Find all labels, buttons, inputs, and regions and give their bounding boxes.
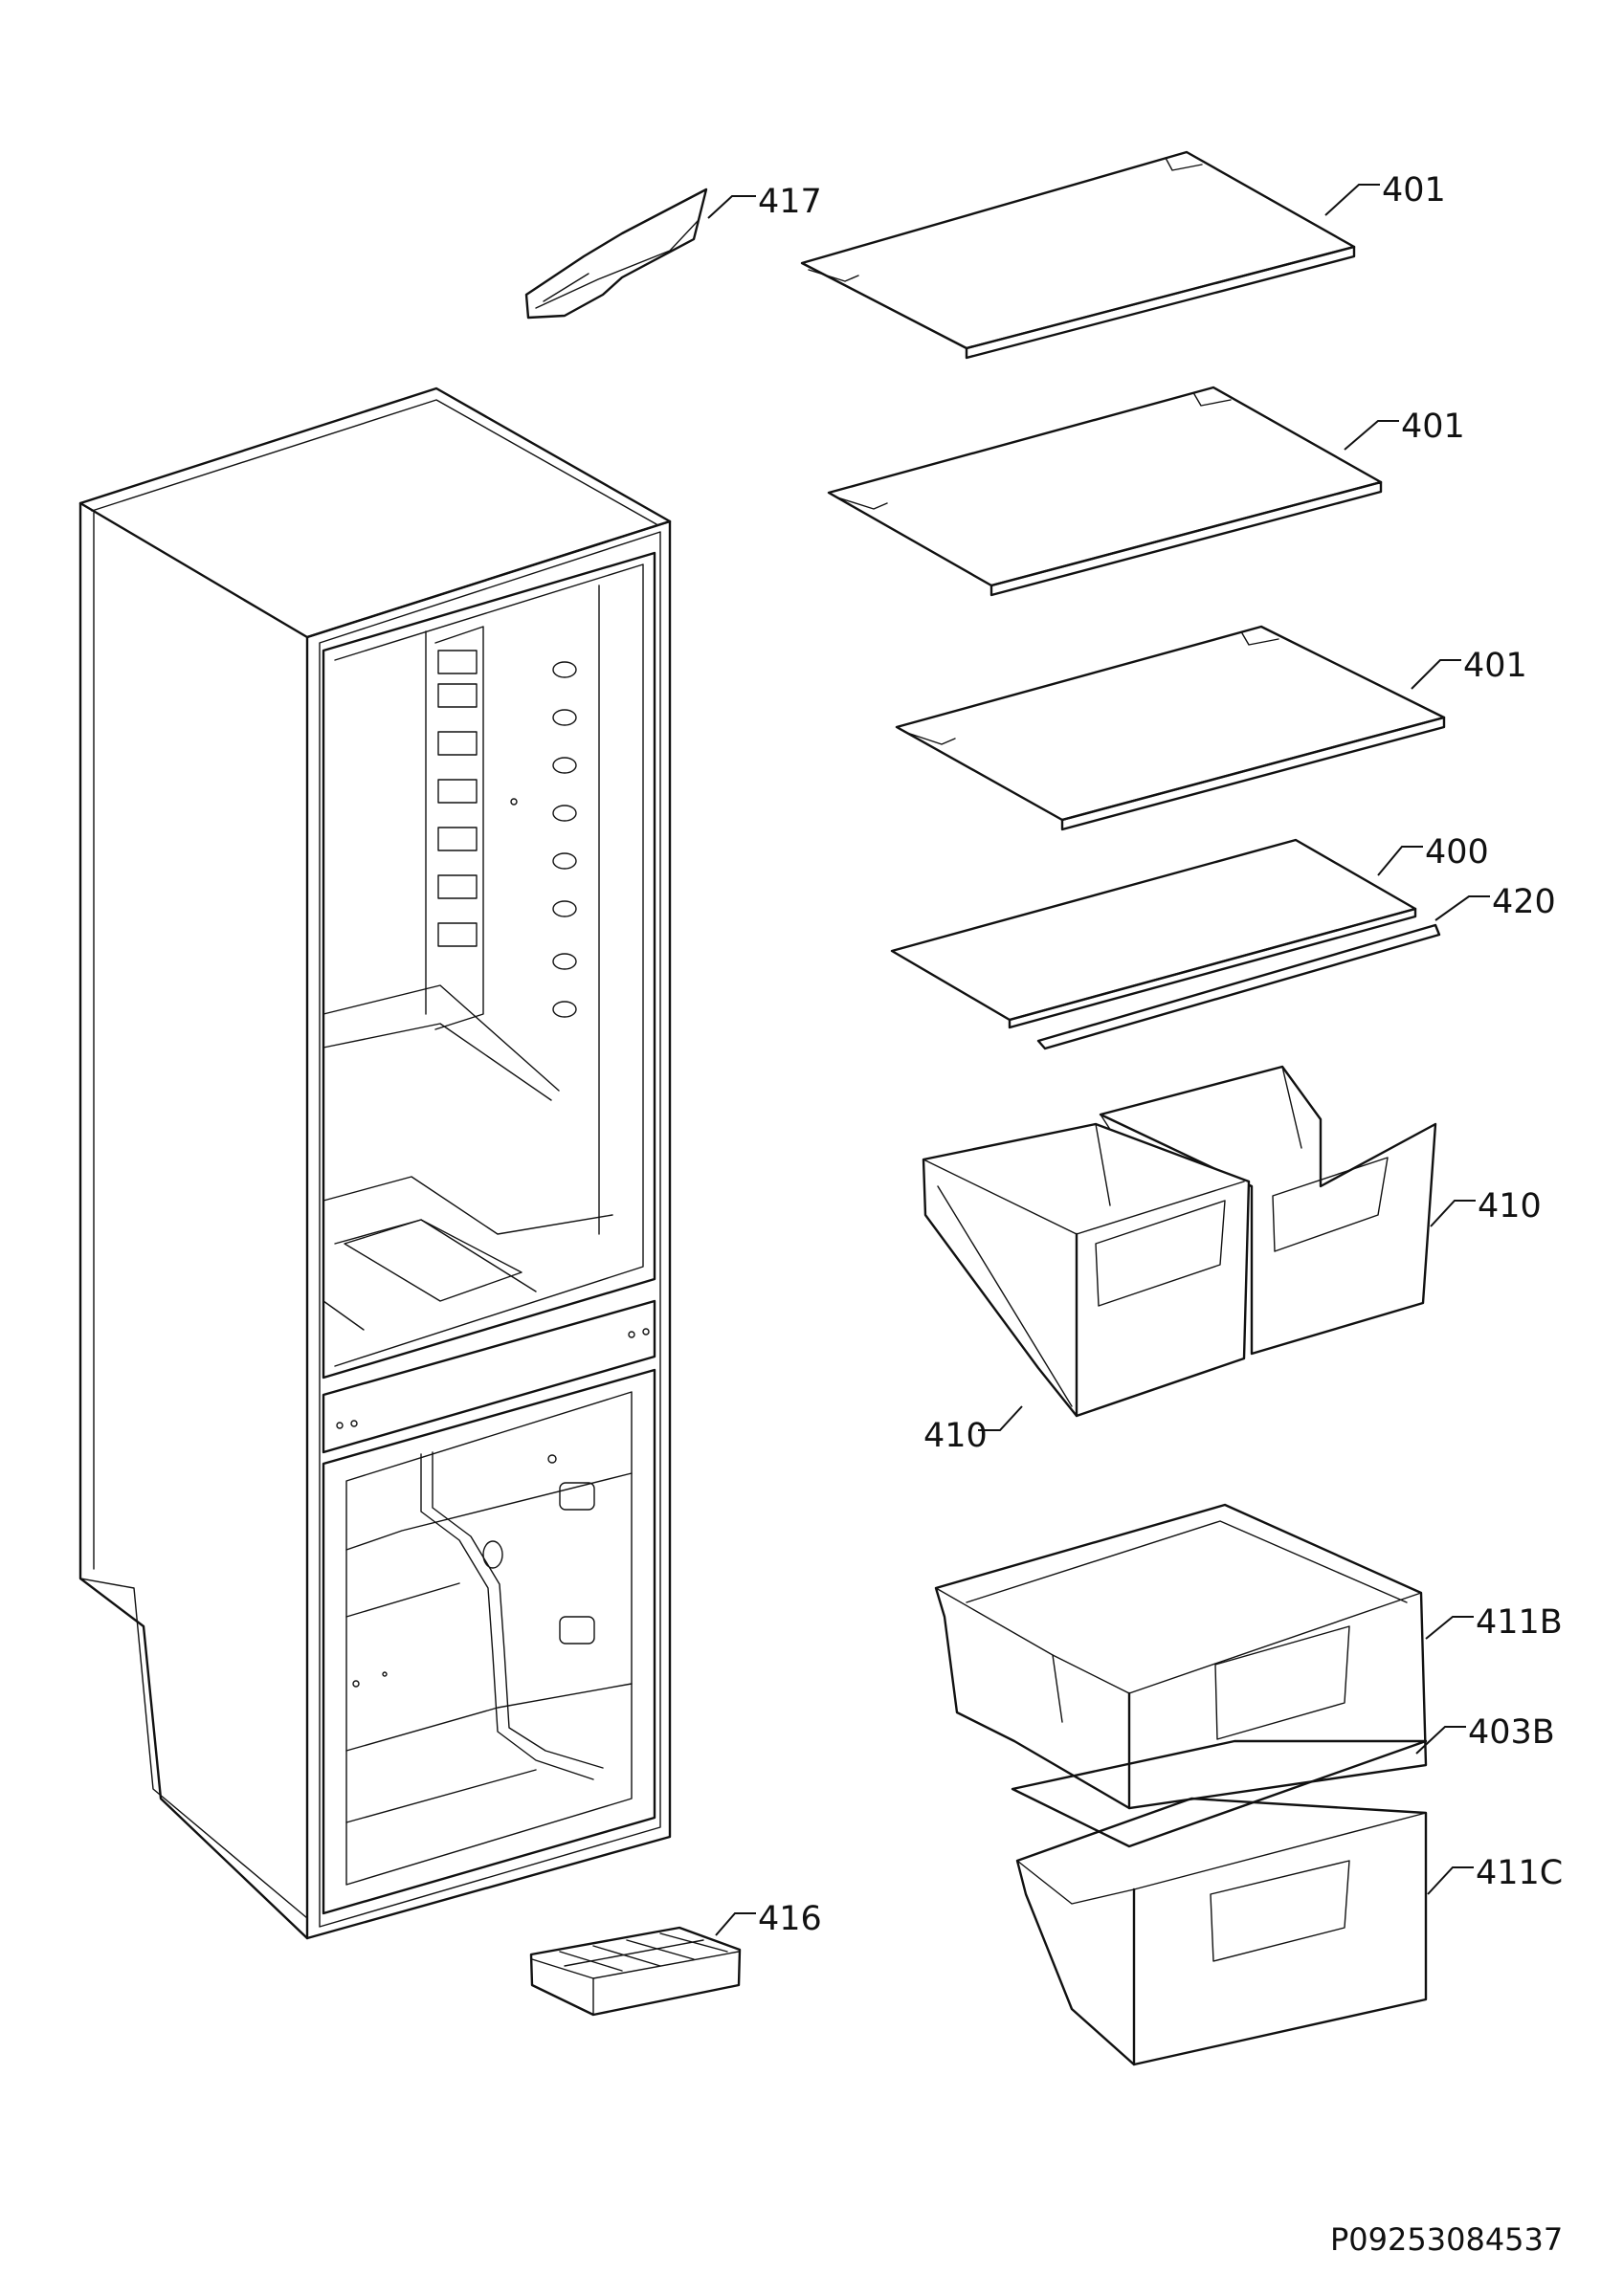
fridge-cabinet: [78, 386, 672, 1940]
glass-shelf-2: [827, 386, 1383, 597]
callout-420: 420: [1492, 883, 1556, 921]
glass-shelf-3: [895, 625, 1446, 831]
callout-416: 416: [758, 1900, 822, 1938]
drawing-reference: P09253084537: [1330, 2221, 1563, 2258]
callout-410: 410: [923, 1417, 988, 1455]
drawer-divider-plate: [1011, 1739, 1428, 1848]
ice-scoop: [524, 188, 708, 320]
callout-401: 401: [1382, 171, 1446, 210]
freezer-drawer-upper: [934, 1503, 1428, 1810]
callout-401: 401: [1463, 647, 1527, 685]
shelf-support-rail: [434, 626, 484, 1030]
callout-401: 401: [1401, 408, 1465, 446]
callout-labels: 417 401 401 401 400 420 410 410 411B 403…: [758, 171, 1563, 2258]
callout-417: 417: [758, 183, 822, 221]
callout-411b: 411B: [1476, 1603, 1563, 1642]
shelf-pegs: [510, 661, 577, 1018]
callout-411c: 411C: [1476, 1854, 1563, 1892]
freezer-drawer-lower: [1015, 1797, 1428, 2066]
crisper-front: [922, 1122, 1251, 1418]
callout-410: 410: [1478, 1187, 1542, 1225]
glass-shelf-1: [800, 150, 1356, 360]
callout-403b: 403B: [1468, 1713, 1555, 1752]
glass-shelf-bottom: [890, 838, 1417, 1029]
ice-tray: [529, 1926, 742, 2017]
shelf-trim: [1036, 923, 1441, 1050]
leader-lines: [707, 184, 1490, 1936]
callout-400: 400: [1425, 833, 1489, 872]
